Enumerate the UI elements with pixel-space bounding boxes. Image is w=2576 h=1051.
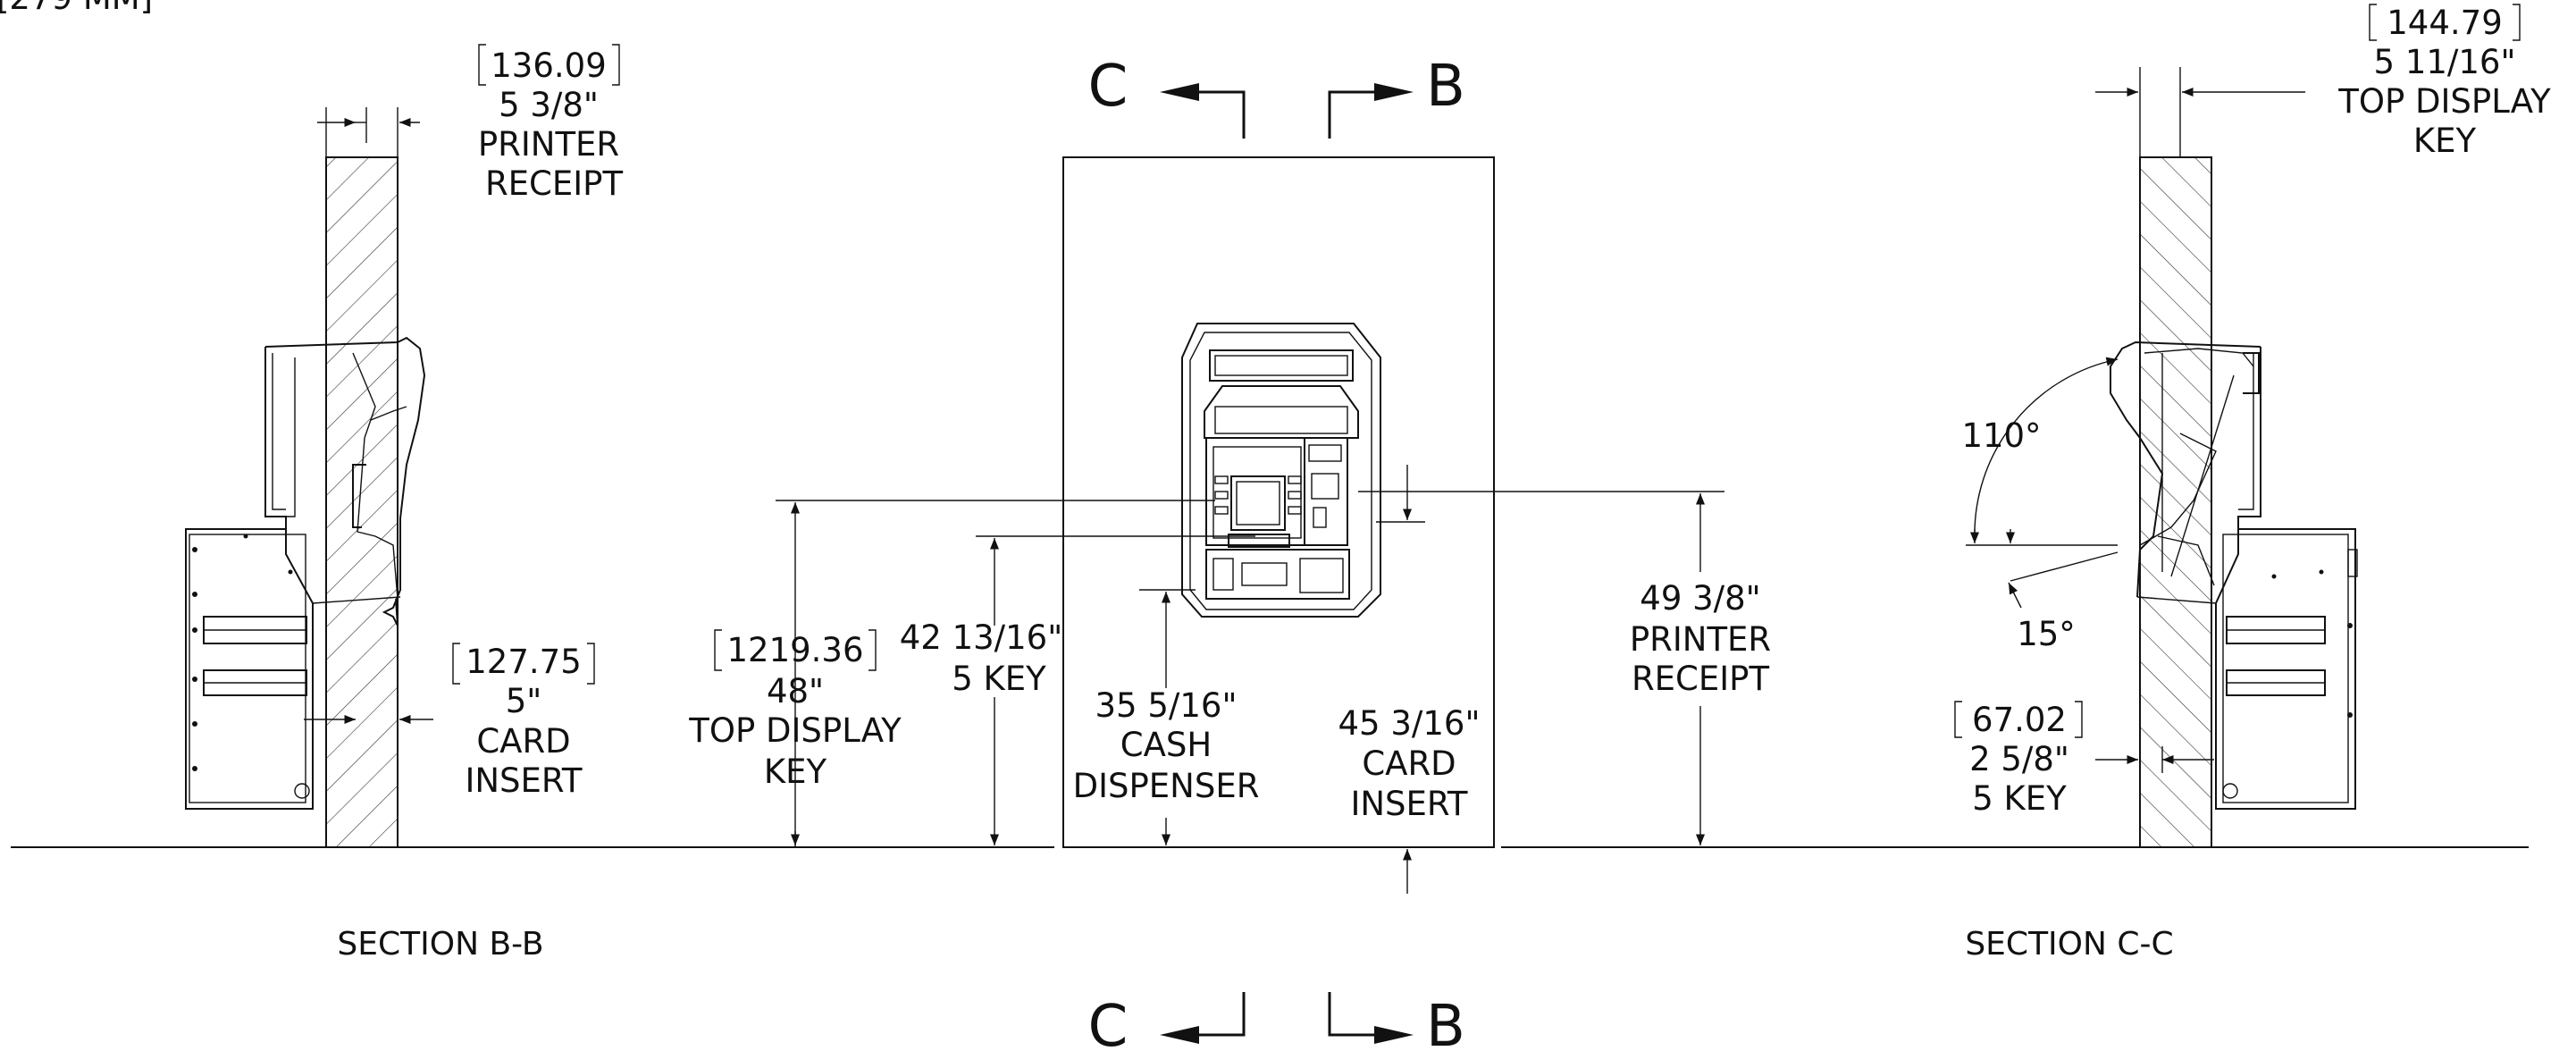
svg-text:B: B — [1426, 54, 1465, 120]
svg-text:5 KEY: 5 KEY — [1972, 779, 2067, 818]
svg-text:45 3/16": 45 3/16" — [1338, 704, 1481, 743]
svg-text:5": 5" — [506, 682, 542, 720]
svg-text:49 3/8": 49 3/8" — [1640, 579, 1760, 618]
section-c-c: 110° 15° 144.79 5 11/16" TOP DISPLAY KEY… — [1954, 4, 2551, 963]
svg-text:67.02: 67.02 — [1972, 701, 2067, 739]
section-arrow-c-bottom: C — [1088, 992, 1246, 1051]
front-view: C B C B — [688, 54, 1771, 1051]
wall-hatch-right — [2139, 156, 2212, 848]
svg-text:INSERT: INSERT — [1350, 785, 1467, 823]
svg-text:48": 48" — [767, 672, 824, 710]
svg-text:5 11/16": 5 11/16" — [2374, 43, 2516, 81]
svg-text:42 13/16": 42 13/16" — [900, 618, 1063, 657]
svg-text:TOP DISPLAY: TOP DISPLAY — [2337, 82, 2551, 121]
angle-15: 15° — [2017, 615, 2076, 653]
atm-side-left — [185, 336, 426, 810]
svg-text:C: C — [1088, 54, 1129, 120]
section-c-title: SECTION C-C — [1965, 926, 2173, 963]
section-arrow-c-top: C — [1088, 54, 1246, 139]
corner-note: [279 MM] — [0, 0, 153, 17]
svg-text:5 KEY: 5 KEY — [952, 660, 1046, 698]
svg-text:TOP DISPLAY: TOP DISPLAY — [688, 711, 902, 750]
section-b-b: 136.09 5 3/8" PRINTER RECEIPT 127.75 5" … — [185, 44, 624, 963]
svg-text:CARD: CARD — [476, 722, 570, 761]
dim-printer-receipt-front: 49 3/8" PRINTER RECEIPT — [1630, 579, 1771, 698]
svg-text:INSERT: INSERT — [465, 761, 582, 800]
svg-text:B: B — [1426, 994, 1465, 1051]
svg-text:KEY: KEY — [2413, 122, 2477, 160]
svg-text:RECEIPT: RECEIPT — [1632, 660, 1770, 698]
svg-text:C: C — [1088, 994, 1129, 1051]
atm-side-right — [2110, 341, 2358, 810]
dim-5-key-c: 67.02 2 5/8" 5 KEY — [1954, 701, 2083, 818]
dim-card-insert-b: 127.75 5" CARD INSERT — [452, 643, 595, 800]
wall-frame — [1062, 156, 1495, 848]
wall-hatch-left — [325, 156, 399, 848]
atm-front — [1181, 323, 1381, 618]
svg-text:136.09: 136.09 — [491, 46, 606, 85]
dim-cash-dispenser: 35 5/16" CASH DISPENSER — [1073, 686, 1260, 805]
section-b-title: SECTION B-B — [337, 926, 543, 963]
dim-top-display-key-c: 144.79 5 11/16" TOP DISPLAY KEY — [2337, 4, 2551, 160]
svg-text:127.75: 127.75 — [466, 643, 581, 681]
svg-text:KEY: KEY — [764, 753, 827, 791]
svg-text:35 5/16": 35 5/16" — [1095, 686, 1238, 725]
dim-5-key: 42 13/16" 5 KEY — [900, 618, 1063, 698]
svg-text:1219.36: 1219.36 — [726, 631, 863, 669]
dim-top-display-key: 1219.36 48" TOP DISPLAY KEY — [688, 629, 902, 791]
svg-text:DISPENSER: DISPENSER — [1073, 767, 1260, 805]
svg-text:PRINTER: PRINTER — [1630, 620, 1771, 659]
section-arrow-b-bottom: B — [1328, 992, 1465, 1051]
section-arrow-b-top: B — [1328, 54, 1465, 139]
svg-text:PRINTER: PRINTER — [478, 125, 619, 164]
svg-text:144.79: 144.79 — [2387, 4, 2502, 42]
dim-printer-receipt-b: 136.09 5 3/8" PRINTER RECEIPT — [478, 44, 624, 203]
svg-text:2 5/8": 2 5/8" — [1969, 740, 2069, 778]
svg-text:5 3/8": 5 3/8" — [499, 86, 599, 124]
angle-110: 110° — [1961, 416, 2041, 455]
svg-text:RECEIPT: RECEIPT — [485, 164, 624, 203]
svg-text:CASH: CASH — [1120, 726, 1212, 764]
dim-card-insert-front: 45 3/16" CARD INSERT — [1338, 704, 1481, 823]
svg-text:CARD: CARD — [1362, 744, 1456, 783]
